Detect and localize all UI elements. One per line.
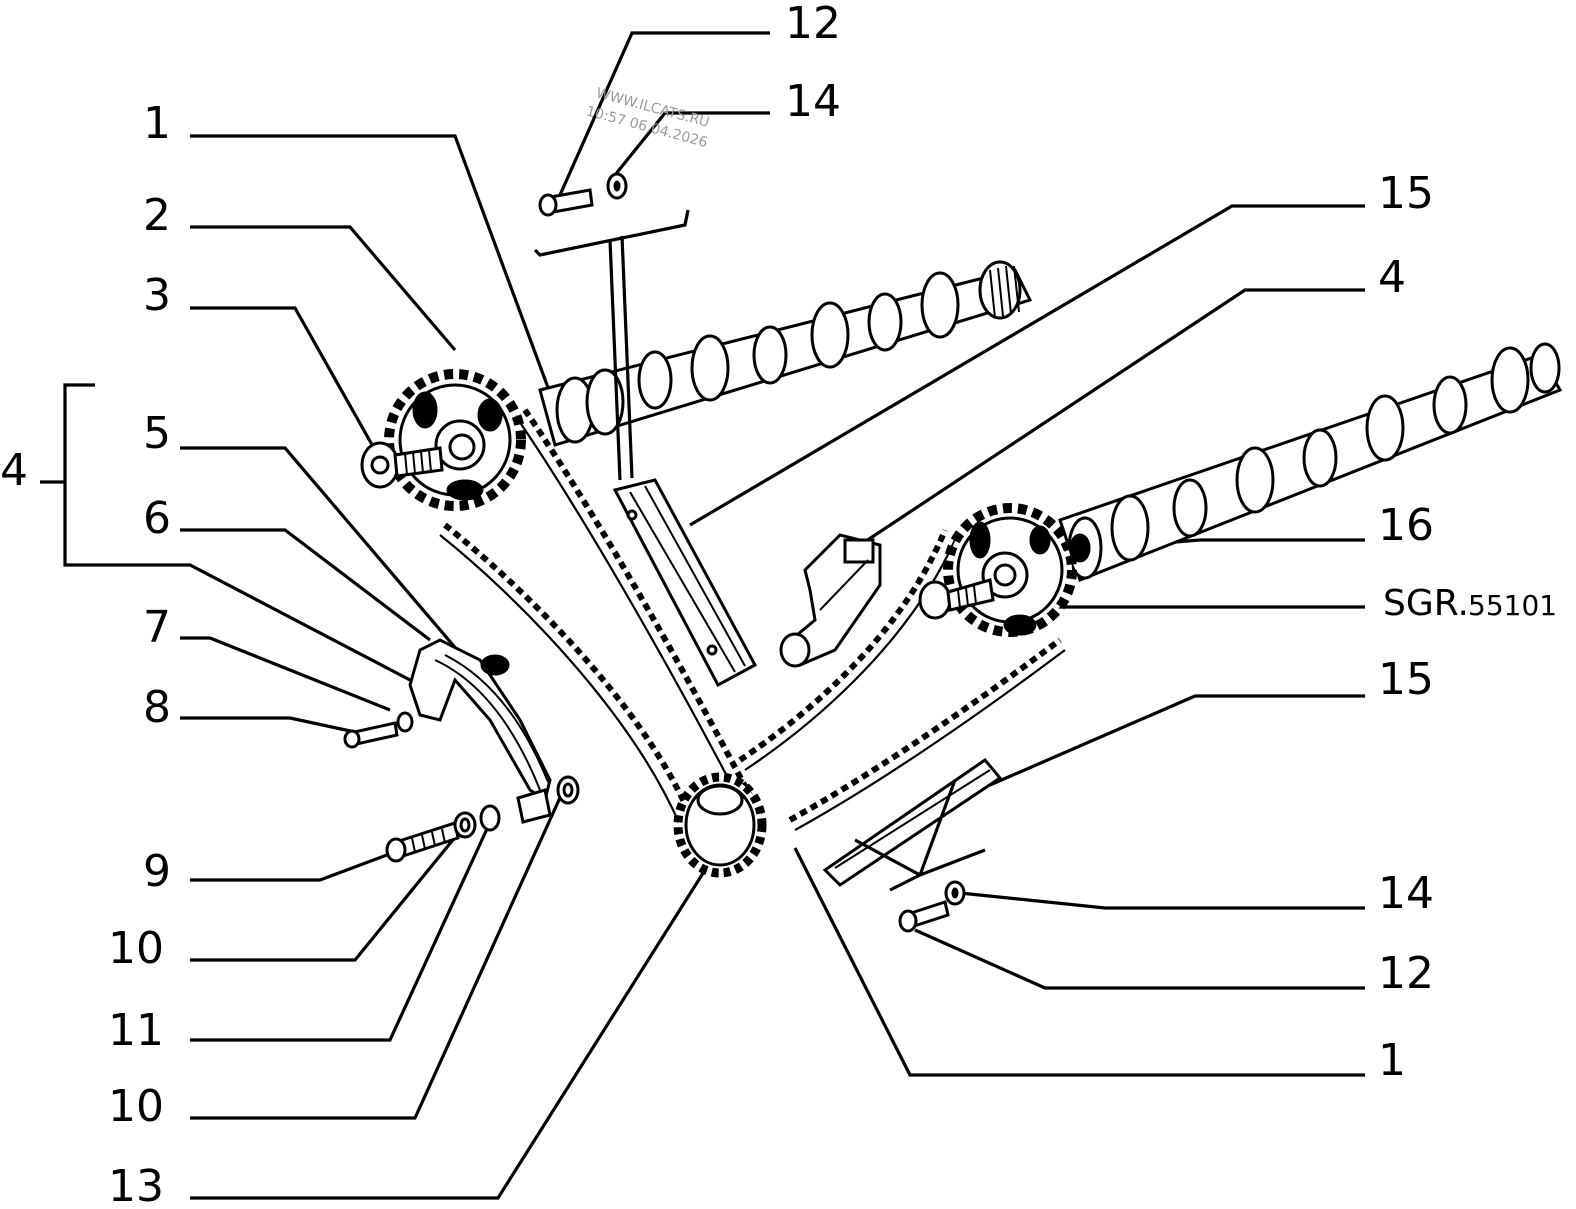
callout-6: 6 (143, 493, 171, 544)
fixed-chain-guide-lower (822, 757, 1003, 892)
fixed-chain-guide-upper (533, 209, 758, 688)
guide-screw-bottom (898, 900, 950, 933)
callout-10b: 10 (108, 1081, 164, 1132)
callout-5: 5 (143, 408, 171, 459)
drawing-code-prefix: SGR. (1383, 583, 1469, 624)
intake-camshaft (538, 260, 1033, 447)
callout-1-left: 1 (143, 98, 171, 149)
callout-12-top: 12 (785, 0, 841, 49)
watermark: WWW.ILCATS.RU 10:57 06.04.2026 (584, 85, 711, 151)
callout-1-right: 1 (1378, 1035, 1406, 1086)
callout-8: 8 (143, 682, 171, 733)
callout-15-lower: 15 (1378, 654, 1434, 705)
drawing-code-number: 55101 (1468, 589, 1557, 622)
callout-14-top: 14 (785, 76, 841, 127)
crankshaft-sprocket (673, 772, 767, 878)
intake-cam-sprocket (384, 369, 526, 511)
tensioner-spacer-11 (479, 804, 501, 832)
intake-tensioner-shoe (408, 638, 552, 803)
callout-11: 11 (108, 1005, 164, 1056)
callout-7: 7 (143, 602, 171, 653)
exhaust-cam-sprocket (943, 503, 1077, 637)
exhaust-tensioner-shoe (779, 533, 882, 668)
tensioner-nut (480, 654, 510, 676)
callout-2: 2 (143, 190, 171, 241)
callout-14-right: 14 (1378, 868, 1434, 919)
callout-16: 16 (1378, 500, 1434, 551)
callout-3: 3 (143, 270, 171, 321)
callout-labels-left: 1 2 3 4 5 6 7 8 9 10 11 10 13 (0, 98, 171, 1209)
tensioner-bushing (516, 788, 552, 824)
tensioner-washer-10b (556, 775, 580, 805)
callout-10a: 10 (108, 923, 164, 974)
exhaust-sprocket-bolt (918, 533, 1091, 620)
guide-washer-bottom (944, 880, 966, 906)
guide-screw-top (538, 188, 594, 217)
tensioner-washer-10a (453, 811, 477, 839)
timing-chain (439, 408, 1066, 831)
callout-13: 13 (108, 1161, 164, 1209)
tensioner-screw-8 (343, 721, 399, 749)
callout-12-right: 12 (1378, 948, 1434, 999)
callout-labels-top: 12 14 (785, 0, 841, 127)
tensioner-washer-small (396, 711, 414, 733)
callout-15-upper: 15 (1378, 168, 1434, 219)
leader-lines (40, 31, 1365, 1200)
callout-4-left: 4 (0, 445, 28, 496)
exhaust-camshaft (1058, 342, 1563, 582)
sprocket-bolt (360, 441, 444, 489)
guide-washer-top (606, 172, 628, 200)
drawing-code: SGR. 55101 (1383, 583, 1557, 624)
tensioner-screw-9 (385, 821, 460, 863)
callout-9: 9 (143, 846, 171, 897)
callout-4-right: 4 (1378, 252, 1406, 303)
callout-labels-right: 15 4 16 15 14 12 1 (1378, 168, 1434, 1086)
